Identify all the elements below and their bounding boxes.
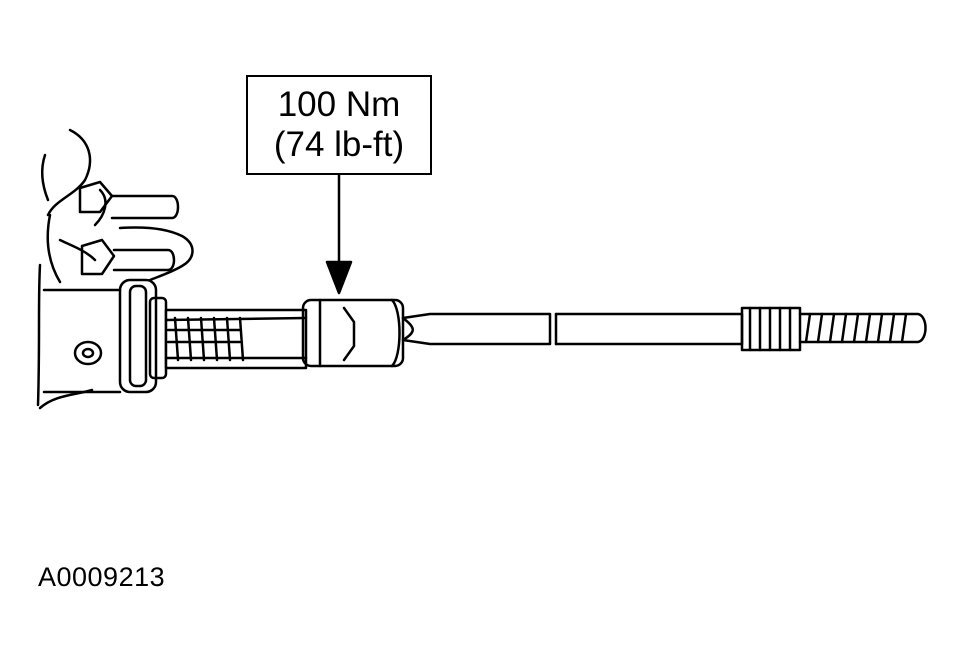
- torque-value-lbft: (74 lb-ft): [273, 125, 405, 164]
- steering-gear-housing: [36, 128, 122, 410]
- inner-tie-rod-socket: [301, 298, 405, 368]
- figure-id: A0009213: [38, 562, 166, 592]
- torque-value-nm: 100 Nm: [277, 85, 401, 124]
- torque-callout: 100 Nm (74 lb-ft): [246, 75, 432, 175]
- rack-spring: [164, 308, 308, 370]
- threaded-end: [740, 306, 927, 352]
- torque-arrow: [325, 173, 353, 295]
- mounting-bolts: [78, 180, 194, 282]
- housing-end-ring: [73, 278, 168, 394]
- tie-rod-shaft: [401, 312, 744, 346]
